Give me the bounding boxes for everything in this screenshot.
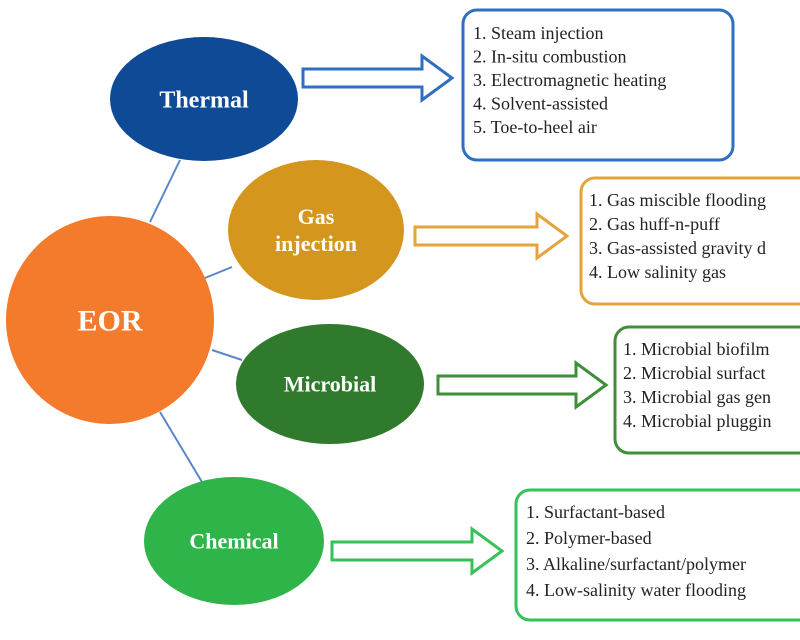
list-item: 1. Surfactant-based xyxy=(526,502,665,522)
list-item: 1. Steam injection xyxy=(473,23,603,43)
list-item: 3. Microbial gas gen xyxy=(623,387,771,407)
node-label: Chemical xyxy=(189,529,278,554)
node-chemical: Chemical xyxy=(144,477,324,605)
arrow-microbial-icon xyxy=(436,360,609,410)
list-box-frame-thermal xyxy=(461,8,735,162)
eor-center: EOR xyxy=(6,216,214,424)
node-microbial: Microbial xyxy=(236,324,424,444)
list-box-gas-injection: 1. Gas miscible flooding 2. Gas huff-n-pu… xyxy=(579,176,800,306)
list-box-microbial: 1. Microbial biofilm 2. Microbial surfact… xyxy=(613,325,800,455)
list-item: 5. Toe-to-heel air xyxy=(473,117,597,137)
list-box-frame-chemical xyxy=(514,488,800,622)
node-gas-injection-shape xyxy=(228,160,404,300)
list-item: 4. Microbial pluggin xyxy=(623,411,771,431)
node-thermal-shape xyxy=(110,37,298,161)
node-chemical-shape xyxy=(144,477,324,605)
arrows xyxy=(301,53,609,576)
list-box-thermal: 1. Steam injection 2. In-situ combustion 3… xyxy=(461,8,735,162)
node-label: Gas xyxy=(298,204,335,229)
list-item: 4. Low-salinity water flooding xyxy=(526,580,746,600)
list-item: 2. Gas huff-n-puff xyxy=(589,214,720,234)
connector-microbial xyxy=(211,349,243,361)
center-circle xyxy=(6,216,214,424)
connector-thermal xyxy=(149,159,181,223)
list-box-frame-microbial xyxy=(613,325,800,455)
connector-gas-injection xyxy=(204,266,233,279)
connectors xyxy=(149,159,243,483)
list-box-frame-gas-injection xyxy=(579,176,800,306)
list-item: 1. Microbial biofilm xyxy=(623,339,769,359)
arrow-chemical-icon xyxy=(330,526,505,576)
list-item: 1. Gas miscible flooding xyxy=(589,190,766,210)
node-label: Microbial xyxy=(284,372,376,397)
list-item: 4. Solvent-assisted xyxy=(473,94,608,114)
arrow-thermal-icon xyxy=(301,53,455,103)
list-box-chemical: 1. Surfactant-based 2. Polymer-based 3. Al… xyxy=(514,488,800,622)
connector-chemical xyxy=(159,411,203,483)
list-item: 3. Alkaline/surfactant/polymer xyxy=(526,554,746,574)
node-thermal: Thermal xyxy=(110,37,298,161)
list-item: 2. Polymer-based xyxy=(526,528,652,548)
list-item: 3. Electromagnetic heating xyxy=(473,70,666,90)
list-item: 2. In-situ combustion xyxy=(473,47,627,67)
list-item: 4. Low salinity gas xyxy=(589,262,726,282)
node-label: injection xyxy=(275,231,357,256)
category-lists: 1. Steam injection 2. In-situ combustion 3… xyxy=(461,8,800,622)
node-label: Thermal xyxy=(159,87,249,113)
center-label: EOR xyxy=(77,305,142,338)
list-item: 2. Microbial surfact xyxy=(623,363,765,383)
list-item: 3. Gas-assisted gravity d xyxy=(589,238,766,258)
arrow-gas-injection-icon xyxy=(413,211,570,261)
node-microbial-shape xyxy=(236,324,424,444)
